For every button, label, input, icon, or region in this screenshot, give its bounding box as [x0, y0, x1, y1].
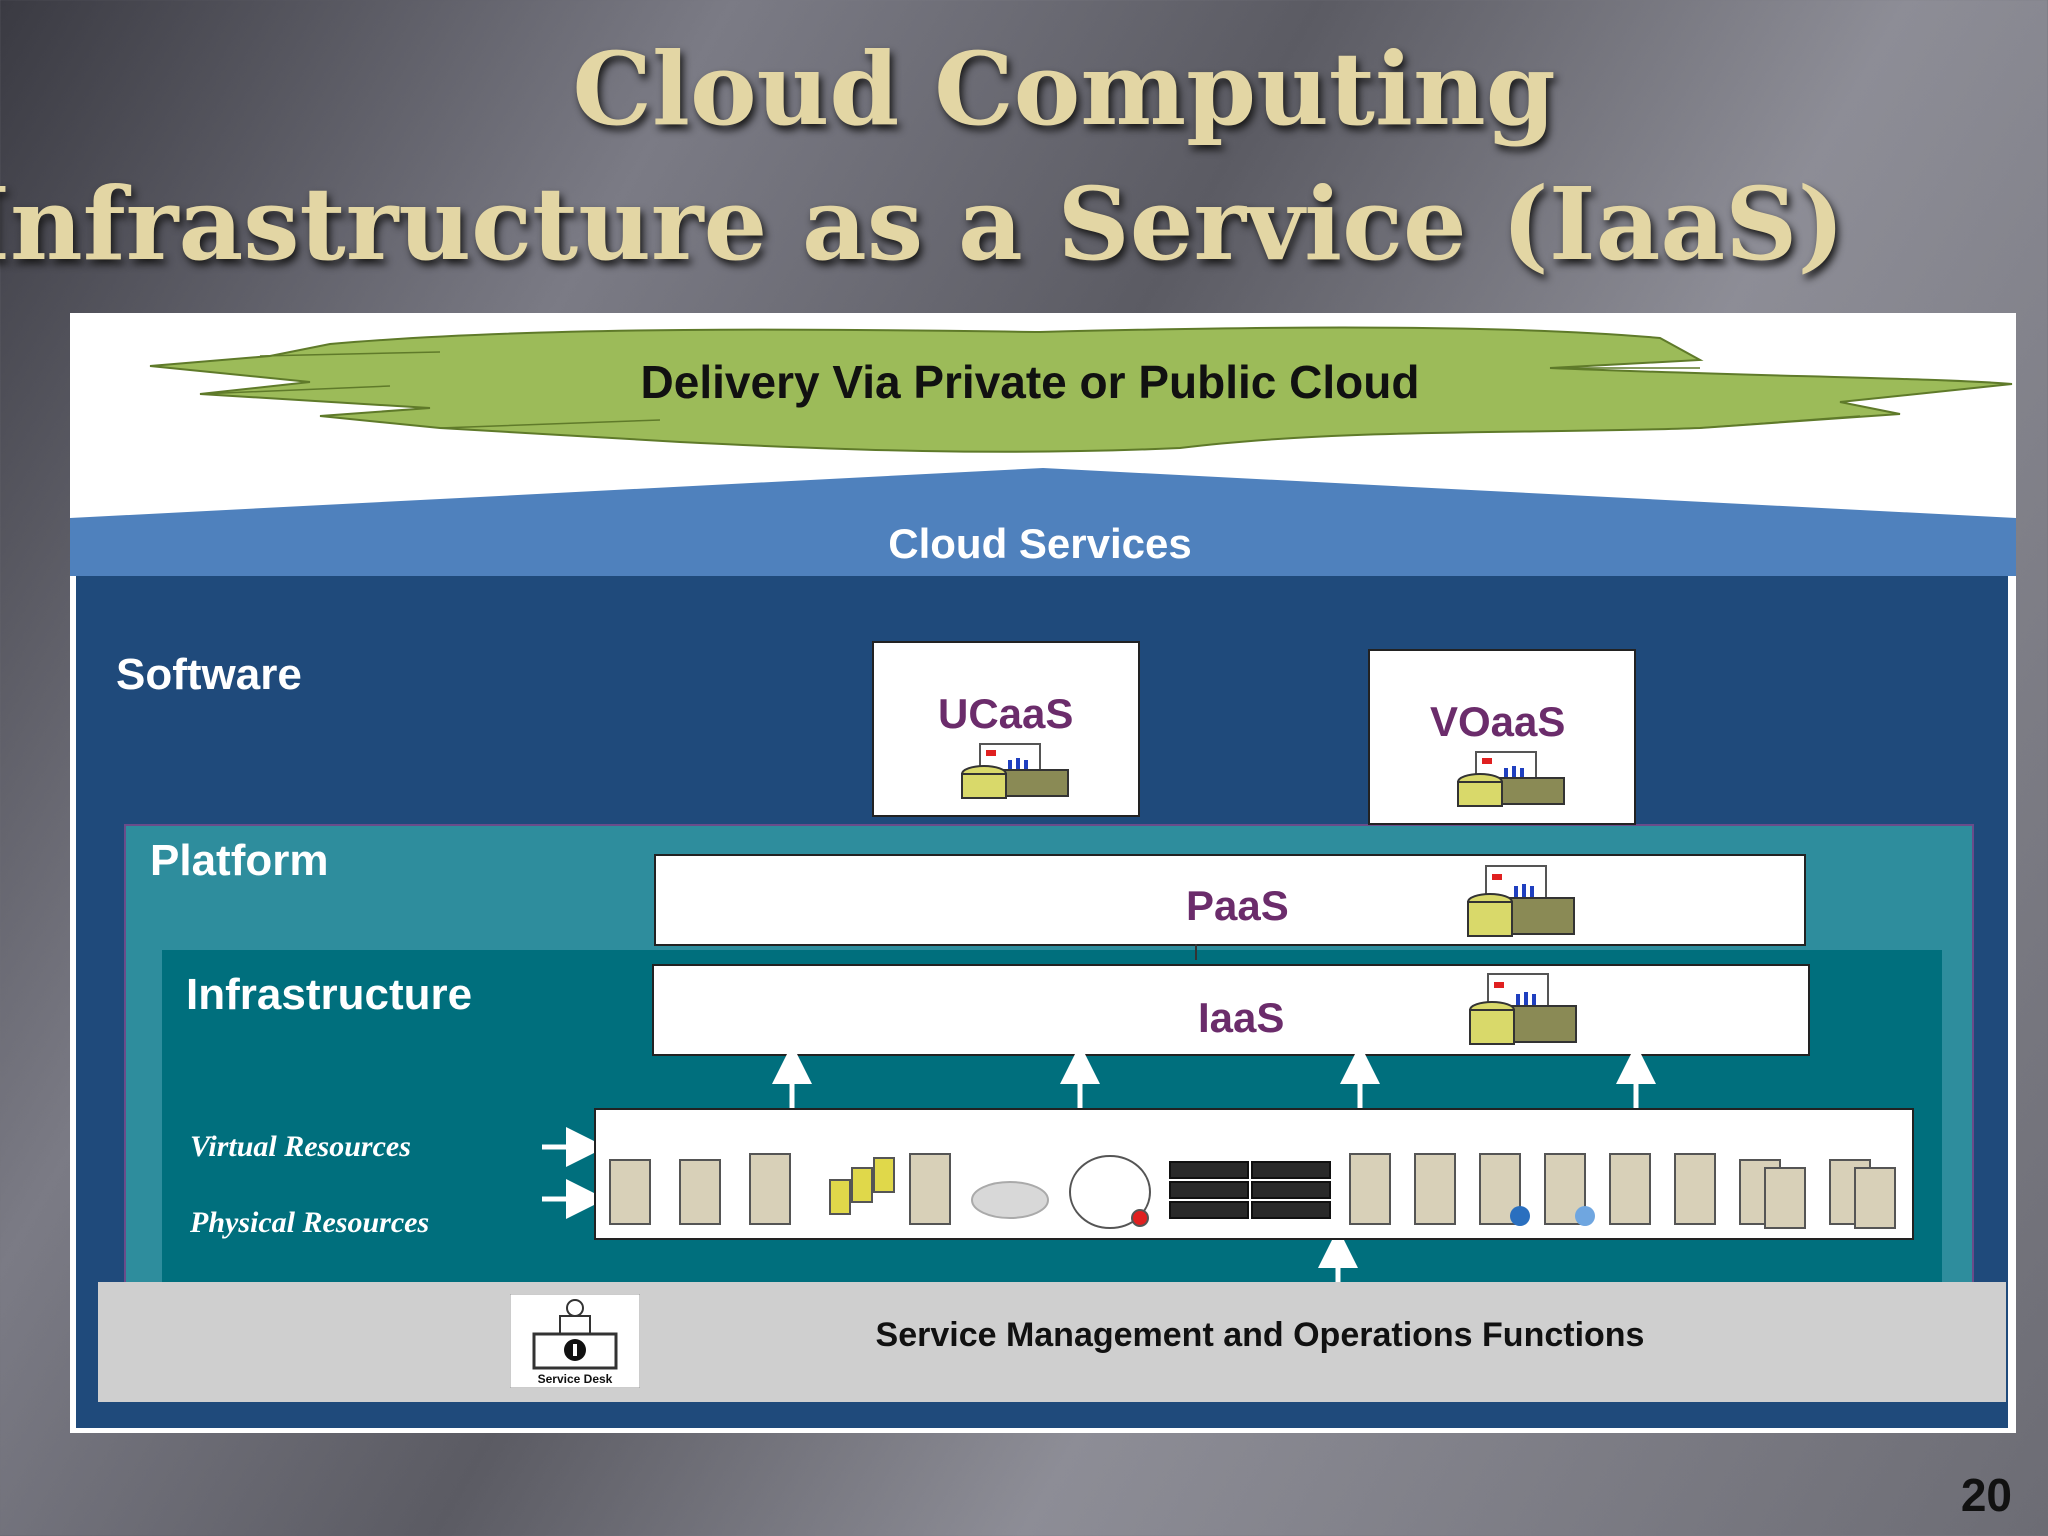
- service-desk-icon: [510, 1294, 640, 1388]
- cloud-label: Delivery Via Private or Public Cloud: [640, 356, 1420, 408]
- ucaas-label: UCaaS: [938, 690, 1074, 737]
- management-label: Service Management and Operations Functi…: [875, 1316, 1645, 1354]
- cloud-services-label: Cloud Services: [888, 520, 1192, 567]
- cloud-shape: [149, 326, 2013, 453]
- paas-label: PaaS: [1186, 882, 1289, 929]
- slide-title-line1: Cloud Computing: [572, 30, 1556, 148]
- iaas-label: IaaS: [1198, 994, 1285, 1041]
- server-rack-icon: [1469, 973, 1577, 1045]
- virtual-resources-label: Virtual Resources: [190, 1130, 411, 1163]
- server-icon: [1349, 1153, 1896, 1229]
- management-bar: [98, 1282, 2006, 1402]
- switch-icon: [1169, 1161, 1331, 1219]
- database-icon: [829, 1157, 895, 1215]
- lan-diagram-icon: [1069, 1155, 1151, 1229]
- server-icon: [609, 1153, 951, 1225]
- paas-box: [654, 854, 1806, 946]
- slide-number: 20: [1960, 1469, 2012, 1521]
- server-rack-icon: [961, 743, 1069, 799]
- service-desk-label: Service Desk: [537, 1372, 613, 1386]
- cloud-services-roof: [70, 468, 2016, 576]
- iaas-box: [652, 964, 1810, 1056]
- server-rack-icon: [1457, 751, 1565, 807]
- resource-icons: [609, 1153, 1896, 1229]
- software-layer-label: Software: [116, 650, 302, 699]
- infrastructure-layer-label: Infrastructure: [186, 970, 473, 1019]
- voaas-label: VOaaS: [1430, 698, 1566, 745]
- platform-layer-label: Platform: [150, 836, 329, 885]
- gear-icon: [1575, 1206, 1595, 1226]
- network-cloud-icon: [971, 1181, 1049, 1219]
- globe-icon: [1510, 1206, 1530, 1226]
- server-rack-icon: [1467, 865, 1575, 937]
- slide-title-line2: Infrastructure as a Service (IaaS): [0, 165, 1845, 283]
- connector-line: [1195, 944, 1197, 960]
- physical-resources-label: Physical Resources: [190, 1206, 430, 1239]
